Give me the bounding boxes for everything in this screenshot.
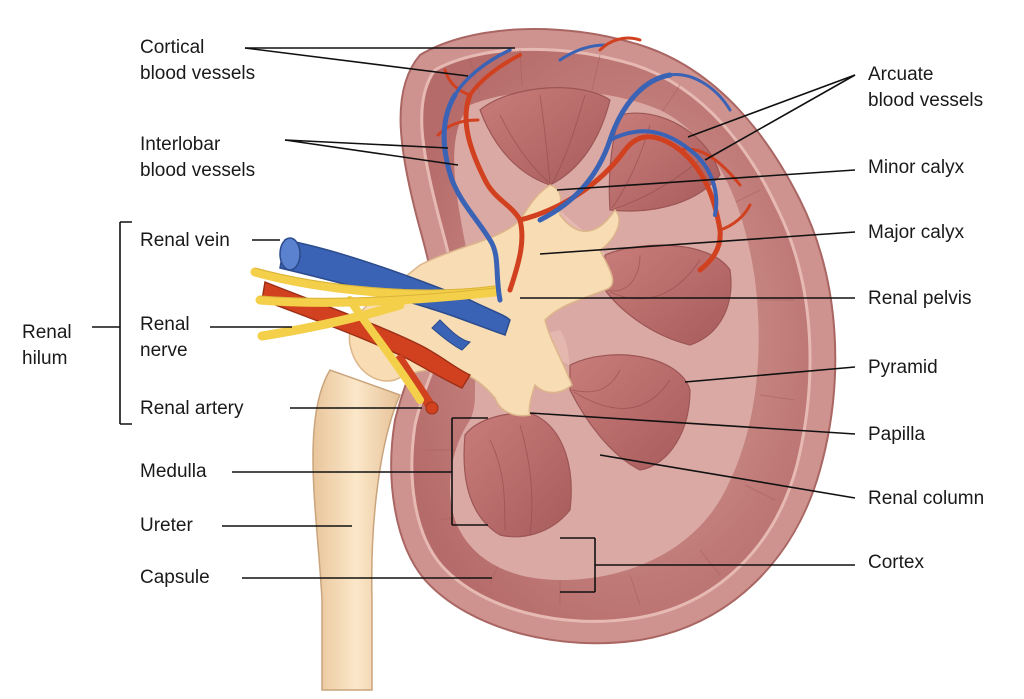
label-renal-artery: Renal artery [140, 398, 244, 419]
label-renal-column: Renal column [868, 488, 985, 509]
label-renal-hilum: Renal hilum [22, 322, 72, 369]
leader-lines [92, 47, 856, 593]
renal-nerve [250, 267, 500, 404]
label-renal-nerve: Renal nerve [140, 314, 190, 361]
label-capsule: Capsule [140, 567, 210, 588]
label-renal-pelvis: Renal pelvis [868, 288, 972, 309]
label-medulla: Medulla [140, 461, 207, 482]
pyramid-4 [569, 354, 691, 471]
label-major-calyx: Major calyx [868, 222, 965, 243]
label-papilla: Papilla [868, 424, 926, 445]
label-cortical-blood-vessels: Cortical blood vessels [140, 37, 256, 84]
label-cortex: Cortex [868, 552, 924, 573]
label-arcuate-blood-vessels: Arcuate blood vessels [868, 64, 984, 111]
pyramid-striations [489, 94, 701, 536]
ureter [312, 369, 402, 691]
label-ureter: Ureter [140, 515, 193, 536]
label-interlobar-blood-vessels: Interlobar blood vessels [140, 134, 256, 181]
label-minor-calyx: Minor calyx [868, 157, 965, 178]
label-renal-vein: Renal vein [140, 230, 230, 251]
label-pyramid: Pyramid [868, 357, 938, 378]
